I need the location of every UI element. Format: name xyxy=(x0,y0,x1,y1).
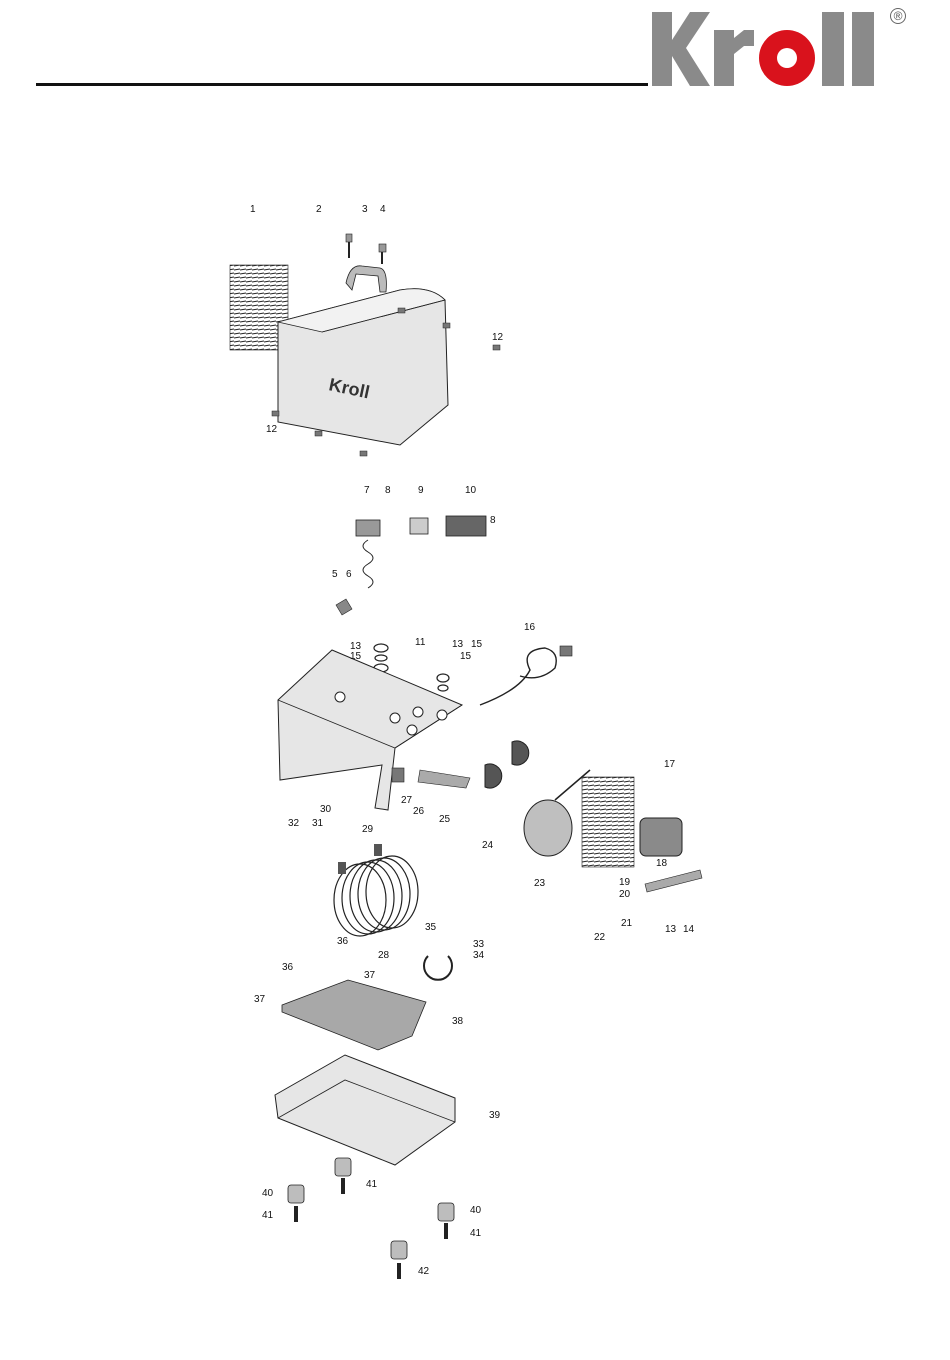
callout-33: 33 xyxy=(473,939,485,950)
callout-41: 41 xyxy=(470,1228,482,1239)
callout-35: 35 xyxy=(425,922,437,933)
callout-1: 1 xyxy=(250,204,256,215)
chassis-group xyxy=(278,516,702,980)
callout-17: 17 xyxy=(664,759,676,770)
callout-16: 16 xyxy=(524,622,536,633)
rocker-switch xyxy=(410,518,428,534)
heating-coil xyxy=(334,856,418,936)
callout-40: 40 xyxy=(262,1188,274,1199)
callout-20: 20 xyxy=(619,889,631,900)
callout-41: 41 xyxy=(262,1210,274,1221)
cable-clamp xyxy=(424,956,452,980)
callout-30: 30 xyxy=(320,804,332,815)
base-tray xyxy=(275,1055,455,1165)
callout-19: 19 xyxy=(619,877,631,888)
callout-38: 38 xyxy=(452,1016,464,1027)
callout-10: 10 xyxy=(465,485,477,496)
callout-15: 15 xyxy=(471,639,483,650)
callout-9: 9 xyxy=(418,485,424,496)
callout-12: 12 xyxy=(266,424,278,435)
terminal-block xyxy=(446,516,486,536)
callout-2: 2 xyxy=(316,204,322,215)
rubber-foot xyxy=(391,1241,407,1259)
callout-21: 21 xyxy=(621,918,633,929)
rear-grille xyxy=(582,777,634,867)
callout-8: 8 xyxy=(385,485,391,496)
callout-22: 22 xyxy=(594,932,606,943)
callout-8: 8 xyxy=(490,515,496,526)
callout-41: 41 xyxy=(366,1179,378,1190)
callout-13: 13 xyxy=(665,924,677,935)
callout-3: 3 xyxy=(362,204,368,215)
top-cover-group: Kroll xyxy=(230,234,500,456)
callout-37: 37 xyxy=(364,970,376,981)
rubber-foot xyxy=(335,1158,351,1176)
callout-25: 25 xyxy=(439,814,451,825)
callout-15: 15 xyxy=(460,651,472,662)
callout-23: 23 xyxy=(534,878,546,889)
callout-5: 5 xyxy=(332,569,338,580)
callout-31: 31 xyxy=(312,818,324,829)
rubber-foot xyxy=(288,1185,304,1203)
callout-4: 4 xyxy=(380,204,386,215)
mains-cable xyxy=(480,648,556,705)
callout-12: 12 xyxy=(492,332,504,343)
callout-24: 24 xyxy=(482,840,494,851)
callout-26: 26 xyxy=(413,806,425,817)
callout-6: 6 xyxy=(346,569,352,580)
callout-32: 32 xyxy=(288,818,300,829)
carry-handle xyxy=(346,266,386,292)
insulation-plate xyxy=(282,980,426,1050)
callout-37: 37 xyxy=(254,994,266,1005)
callout-7: 7 xyxy=(364,485,370,496)
callout-11: 11 xyxy=(415,637,426,648)
callout-13: 13 xyxy=(452,639,464,650)
callout-15: 15 xyxy=(350,651,362,662)
rubber-foot xyxy=(438,1203,454,1221)
callout-39: 39 xyxy=(489,1110,501,1121)
thermostat xyxy=(356,520,380,536)
callout-29: 29 xyxy=(362,824,374,835)
inner-chassis xyxy=(278,650,462,810)
callout-36: 36 xyxy=(282,962,294,973)
callout-28: 28 xyxy=(378,950,390,961)
callout-18: 18 xyxy=(656,858,668,869)
callout-34: 34 xyxy=(473,950,485,961)
callout-42: 42 xyxy=(418,1266,430,1277)
fan-blade xyxy=(524,800,572,856)
callout-27: 27 xyxy=(401,795,413,806)
fan-motor xyxy=(640,818,682,856)
callout-40: 40 xyxy=(470,1205,482,1216)
base-group xyxy=(275,980,455,1279)
callout-14: 14 xyxy=(683,924,695,935)
callout-36: 36 xyxy=(337,936,349,947)
